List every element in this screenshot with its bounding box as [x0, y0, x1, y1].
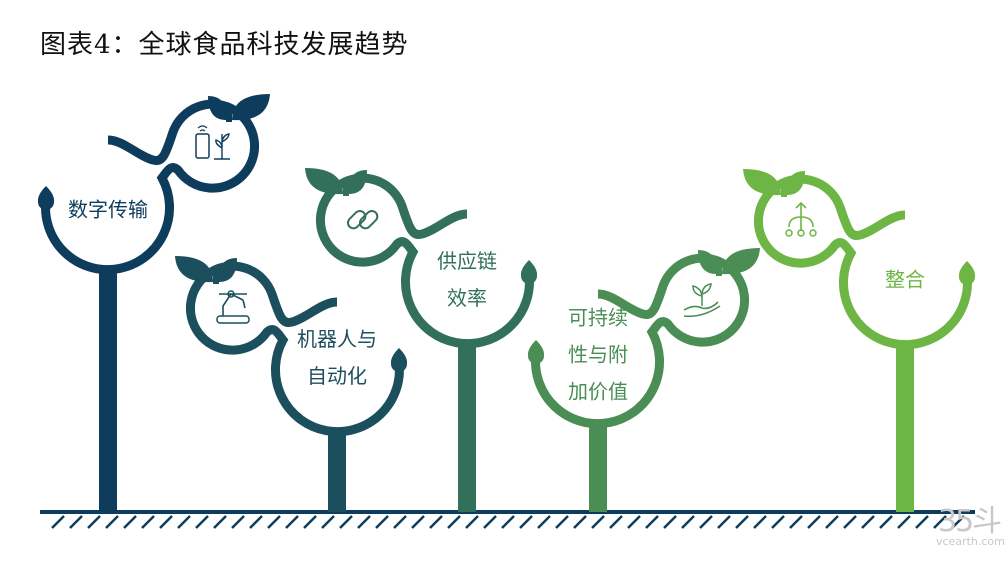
plant-stem	[896, 341, 914, 512]
plant-stem	[328, 428, 346, 512]
leaf-icon	[698, 250, 717, 274]
plant-vine	[185, 261, 404, 437]
plant-2	[175, 256, 408, 512]
bud-icon	[37, 186, 55, 210]
plant-label: 整合	[885, 262, 925, 299]
leaf-icon	[786, 171, 805, 195]
plant-label: 机器人与自动化	[297, 321, 377, 395]
plant-stem	[458, 340, 476, 512]
watermark-site: vcearth.com	[936, 535, 1005, 548]
chain-link-icon	[346, 209, 379, 230]
plant-label-line: 可持续	[568, 305, 628, 330]
leaf-icon	[175, 256, 213, 283]
leaf-icon	[218, 258, 237, 282]
bud-icon	[520, 260, 538, 284]
plant-vine	[315, 173, 534, 349]
plant-label-line: 整合	[885, 267, 925, 292]
bud-icon	[958, 261, 976, 285]
leaf-icon	[743, 169, 781, 196]
plant-3	[305, 168, 538, 512]
plant-label: 供应链效率	[437, 243, 497, 317]
plant-label-line: 供应链	[437, 249, 497, 273]
plant-vine	[753, 174, 972, 350]
leaf-icon	[208, 96, 227, 120]
plant-label-line: 性与附	[568, 342, 628, 367]
plant-label-line: 数字传输	[68, 197, 148, 222]
plant-vine	[41, 99, 260, 275]
plant-stem	[589, 420, 607, 512]
plant-label: 可持续性与附加价值	[568, 300, 628, 411]
robot-arm-icon	[216, 290, 250, 324]
phone-plant-icon	[195, 125, 230, 160]
plant-label-line: 效率	[447, 286, 487, 310]
plant-stem	[99, 266, 117, 512]
network-arrows-icon	[785, 201, 817, 237]
bud-icon	[390, 348, 408, 372]
diagram-title: 图表4：全球食品科技发展趋势	[40, 30, 409, 60]
plant-label: 数字传输	[68, 192, 148, 229]
plant-label-line: 自动化	[307, 364, 367, 388]
plant-vine	[531, 253, 750, 429]
hand-sprout-icon	[683, 283, 721, 318]
leaf-icon	[232, 94, 270, 121]
bud-icon	[527, 340, 545, 364]
watermark-logo: 35斗	[938, 504, 1002, 539]
plant-1	[37, 94, 270, 512]
plant-label-line: 机器人与	[297, 327, 377, 351]
plant-label-line: 加价值	[568, 379, 628, 404]
plant-5	[743, 169, 976, 512]
leaf-icon	[348, 170, 367, 194]
plant-4	[527, 248, 760, 512]
ground-hatch	[51, 515, 965, 529]
leaf-icon	[305, 168, 343, 195]
ground-line	[40, 510, 975, 514]
leaf-icon	[722, 248, 760, 275]
